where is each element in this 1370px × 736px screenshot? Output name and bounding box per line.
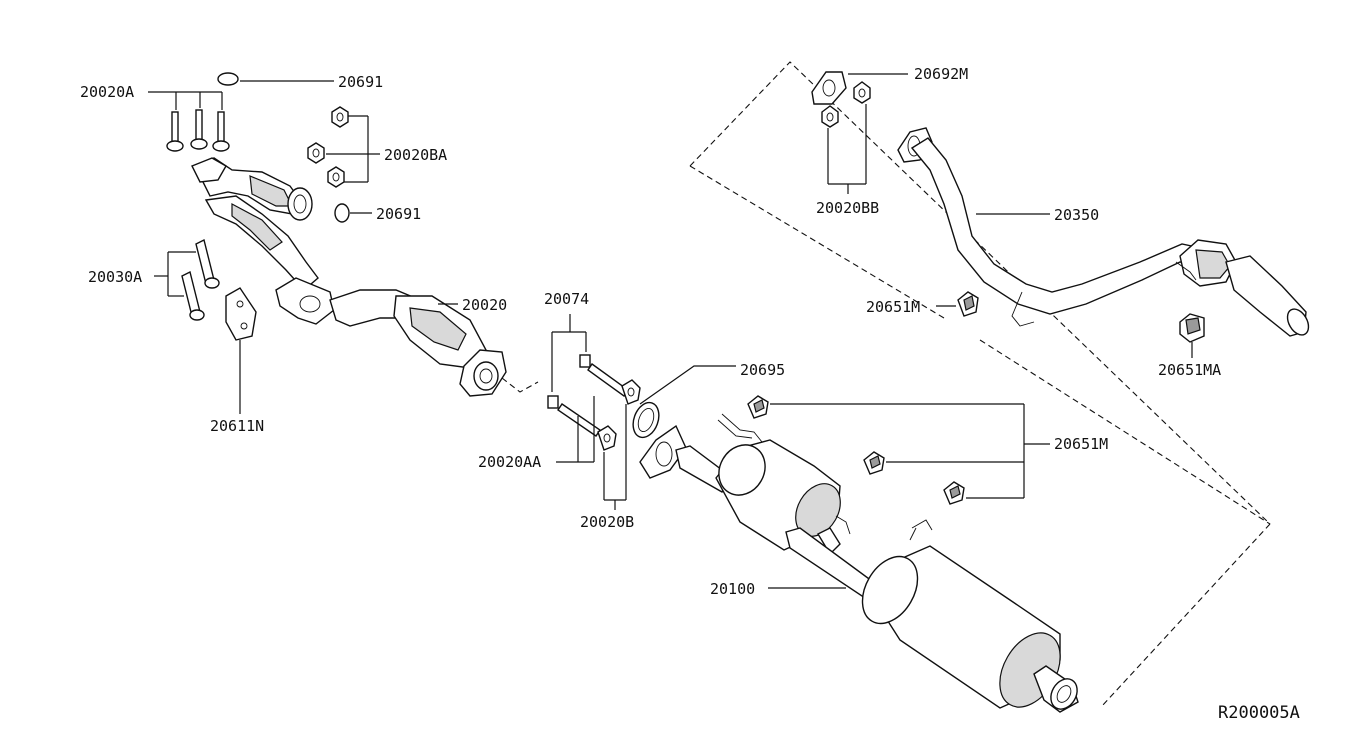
front-tube-catalyst-20020: [191, 157, 539, 397]
gasket-20692M-nuts-20020BB: [811, 71, 908, 194]
part-labels: 20020A 20691 20020BA 20691 20030A 20020 …: [80, 65, 1300, 723]
gasket-20691-mid: [334, 203, 372, 223]
dashed-subassembly-box: [689, 61, 1271, 707]
label-20030A: 20030A: [88, 268, 142, 286]
label-20691-mid: 20691: [376, 205, 421, 223]
bracket-20611N: [225, 287, 257, 414]
label-20100: 20100: [710, 580, 755, 598]
label-20020B: 20020B: [580, 513, 634, 531]
label-20020BA: 20020BA: [384, 146, 447, 164]
label-20020AA: 20020AA: [478, 453, 541, 471]
nuts-20020BA: [307, 106, 380, 188]
label-20691-top: 20691: [338, 73, 383, 91]
tailpipe-20350: [897, 127, 1310, 337]
mount-rubbers-20651M-right: [747, 395, 1050, 505]
label-20350: 20350: [1054, 206, 1099, 224]
muffler-assembly-20100: [639, 413, 1079, 713]
label-20074: 20074: [544, 290, 589, 308]
label-20695: 20695: [740, 361, 785, 379]
label-20611N: 20611N: [210, 417, 264, 435]
label-20692M: 20692M: [914, 65, 968, 83]
label-20651M-right: 20651M: [1054, 435, 1108, 453]
hardware-20074-20020AA: [547, 314, 641, 510]
gasket-20691-top: [217, 72, 334, 86]
mount-rubber-20651M-left: [936, 291, 979, 317]
mount-rubber-20651MA: [1179, 313, 1205, 358]
label-20651MA: 20651MA: [1158, 361, 1221, 379]
studs-20030A: [154, 238, 220, 321]
label-20651M-left: 20651M: [866, 298, 920, 316]
label-20020BB: 20020BB: [816, 199, 879, 217]
diagram-reference-code: R200005A: [1218, 703, 1300, 723]
gasket-20695: [632, 365, 736, 439]
bolts-20020A: [148, 91, 230, 152]
label-20020A: 20020A: [80, 83, 134, 101]
label-20020: 20020: [462, 296, 507, 314]
